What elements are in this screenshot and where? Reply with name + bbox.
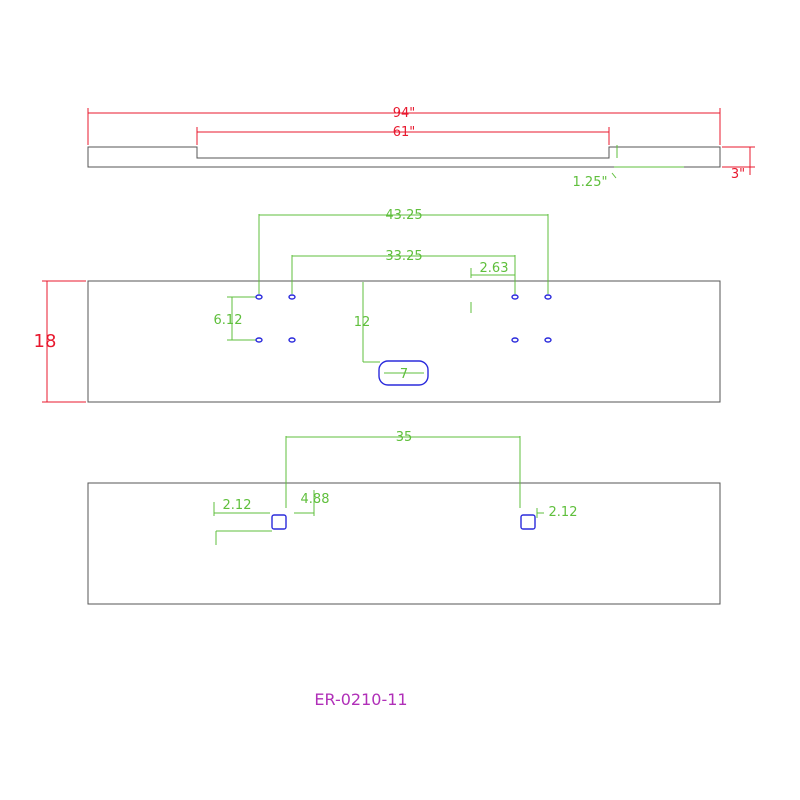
- slot-width-label: 7: [400, 367, 408, 382]
- thickness-label: 3": [731, 167, 745, 182]
- hole: [255, 337, 263, 343]
- square-hole-left: [271, 514, 287, 530]
- hole-spacing-label: 35: [396, 430, 413, 445]
- center-length-label: 61": [393, 125, 416, 140]
- hole: [511, 337, 519, 343]
- slot-drop-label: 12: [354, 315, 371, 330]
- hole: [288, 294, 296, 300]
- left-square-label: 2.12: [223, 498, 252, 513]
- hole: [511, 294, 519, 300]
- height-label: 18: [34, 331, 57, 352]
- step-depth-label: 1.25": [573, 175, 608, 190]
- hole: [255, 294, 263, 300]
- center-slot: [378, 360, 429, 386]
- hole-offset-label: 2.63: [480, 261, 509, 276]
- outer-spacing-label: 43.25: [385, 208, 422, 223]
- square-hole-right: [520, 514, 536, 530]
- inner-spacing-label: 33.25: [385, 249, 422, 264]
- overall-length-label: 94": [393, 106, 416, 121]
- part-number: ER-0210-11: [314, 690, 407, 709]
- right-square-label: 2.12: [549, 505, 578, 520]
- hole: [288, 337, 296, 343]
- hole: [544, 294, 552, 300]
- bottom-view-outline: [87, 482, 721, 605]
- left-offset-label: 4.88: [301, 492, 330, 507]
- hole: [544, 337, 552, 343]
- vertical-spacing-label: 6.12: [214, 313, 243, 328]
- top-view-outline: [87, 146, 721, 168]
- face-view-outline: [87, 280, 721, 403]
